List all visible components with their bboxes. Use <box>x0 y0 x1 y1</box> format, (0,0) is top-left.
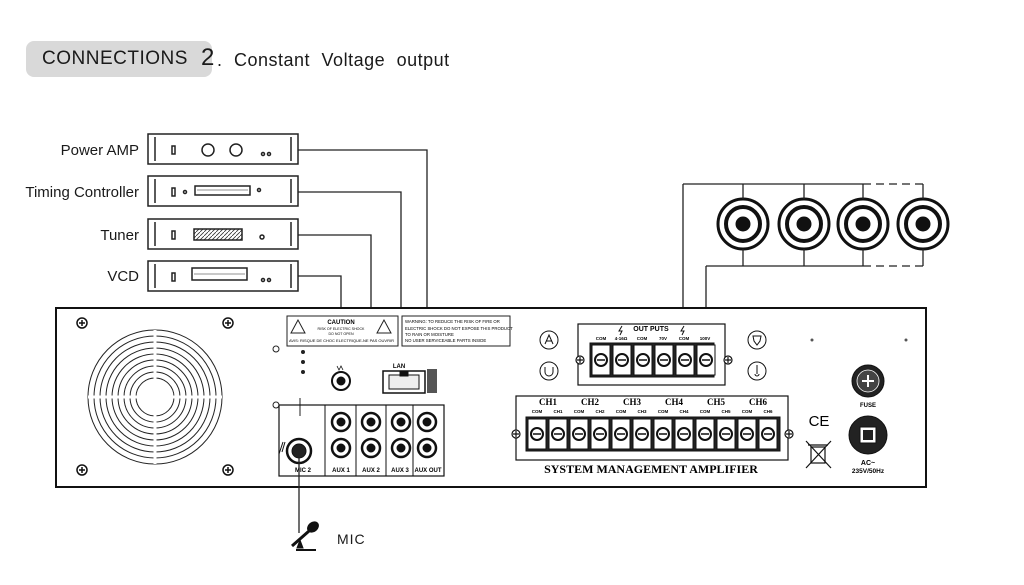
input-label-aux3: AUX 3 <box>391 468 409 474</box>
amplifier-panel: CAUTION RISK OF ELECTRIC SHOCK DO NOT OP… <box>55 307 927 488</box>
channel-label-2: CH2 <box>581 397 600 407</box>
title-suffix: . Constant Voltage output <box>217 50 450 70</box>
channel-sub-5: COM <box>616 409 627 414</box>
microphone-icon <box>291 521 319 551</box>
channel-sub-10: CH5 <box>721 409 730 414</box>
channel-sub-6: CH3 <box>637 409 646 414</box>
screw-icons <box>76 317 234 476</box>
channel-label-1: CH1 <box>539 397 558 407</box>
speaker-4 <box>896 197 950 251</box>
device-label-tuner: Tuner <box>100 227 139 244</box>
speakers <box>716 197 950 251</box>
input-label-mic2: MIC 2 <box>295 468 312 474</box>
output-term-6: 100V <box>700 336 711 341</box>
lan-label: LAN <box>393 364 405 370</box>
device-tuner <box>147 218 299 250</box>
title-tag <box>26 41 212 77</box>
title-prefix: CONNECTIONS <box>42 48 188 69</box>
warning-line4: NO USER SERVICEABLE PARTS INSIDE <box>405 338 486 343</box>
input-block <box>278 404 445 477</box>
warning-line3: TO RAIN OR MOISTURE <box>405 332 454 337</box>
caution-line2: DO NOT OPEN <box>328 332 353 336</box>
warning-line2: ELECTRIC SHOCK DO NOT EXPOSE THIS PRODUC… <box>405 326 513 331</box>
fan-grille-icon <box>87 329 223 465</box>
title-number: 2 <box>201 44 215 71</box>
channel-sub-2: CH1 <box>553 409 562 414</box>
warning-label <box>401 315 511 347</box>
input-label-aux-out: AUX OUT <box>415 468 442 474</box>
speaker-wiring <box>682 183 924 345</box>
channel-sub-1: COM <box>532 409 543 414</box>
device-power-amp <box>147 133 299 165</box>
input-label-aux1: AUX 1 <box>332 468 350 474</box>
channel-sub-8: CH4 <box>679 409 688 414</box>
ce-mark: CE <box>809 413 830 430</box>
channel-label-3: CH3 <box>623 397 642 407</box>
output-term-2: 4-16Ω <box>615 336 628 341</box>
input-label-aux2: AUX 2 <box>362 468 380 474</box>
avis-text: AVIS: RISQUE DE CHOC ELECTRIQUE-NE PAS O… <box>289 338 394 343</box>
lan-port-icon <box>382 369 437 394</box>
channel-sub-9: COM <box>700 409 711 414</box>
caution-label <box>286 315 399 347</box>
output-terminals <box>589 342 716 378</box>
channel-sub-3: COM <box>574 409 585 414</box>
caution-line1: RISK OF ELECTRIC SHOCK <box>318 327 366 331</box>
warning-symbol-icons <box>539 330 767 381</box>
device-vcd <box>147 260 299 292</box>
weee-bin-icon <box>805 440 832 469</box>
channel-terminals <box>525 416 781 452</box>
ac-label-1: AC~ <box>861 460 875 467</box>
output-term-4: 70V <box>659 336 667 341</box>
channel-sub-4: CH2 <box>595 409 604 414</box>
outputs-block <box>577 323 726 386</box>
output-term-1: COM <box>596 336 607 341</box>
device-label-power-amp: Power AMP <box>60 142 139 159</box>
channel-sub-11: COM <box>742 409 753 414</box>
device-label-vcd: VCD <box>107 268 139 285</box>
output-term-5: COM <box>679 336 690 341</box>
speaker-3 <box>836 197 890 251</box>
output-term-3: COM <box>637 336 648 341</box>
rca-jacks <box>330 411 438 459</box>
channel-sub-7: COM <box>658 409 669 414</box>
channels-block <box>515 395 789 461</box>
warning-line1: WARNING: TO REDUCE THE RISK OF FIRE OR <box>405 319 500 324</box>
phono-jack-icon <box>331 365 351 391</box>
channel-label-5: CH5 <box>707 397 726 407</box>
caution-title: CAUTION <box>327 320 354 326</box>
ac-inlet-icon <box>848 415 888 455</box>
fuse-label: FUSE <box>860 403 876 409</box>
mic-label: MIC <box>337 531 366 547</box>
channel-sub-12: CH6 <box>763 409 772 414</box>
device-label-timing-controller: Timing Controller <box>25 184 139 201</box>
channel-label-6: CH6 <box>749 397 768 407</box>
fuse-holder-icon <box>851 364 885 398</box>
outputs-title: OUT PUTS <box>633 326 669 333</box>
model-name: SYSTEM MANAGEMENT AMPLIFIER <box>544 462 758 476</box>
speaker-2 <box>777 197 831 251</box>
channel-label-4: CH4 <box>665 397 684 407</box>
ac-label-2: 235V/50Hz <box>852 468 885 475</box>
device-timing-controller <box>147 175 299 207</box>
speaker-1 <box>716 197 770 251</box>
